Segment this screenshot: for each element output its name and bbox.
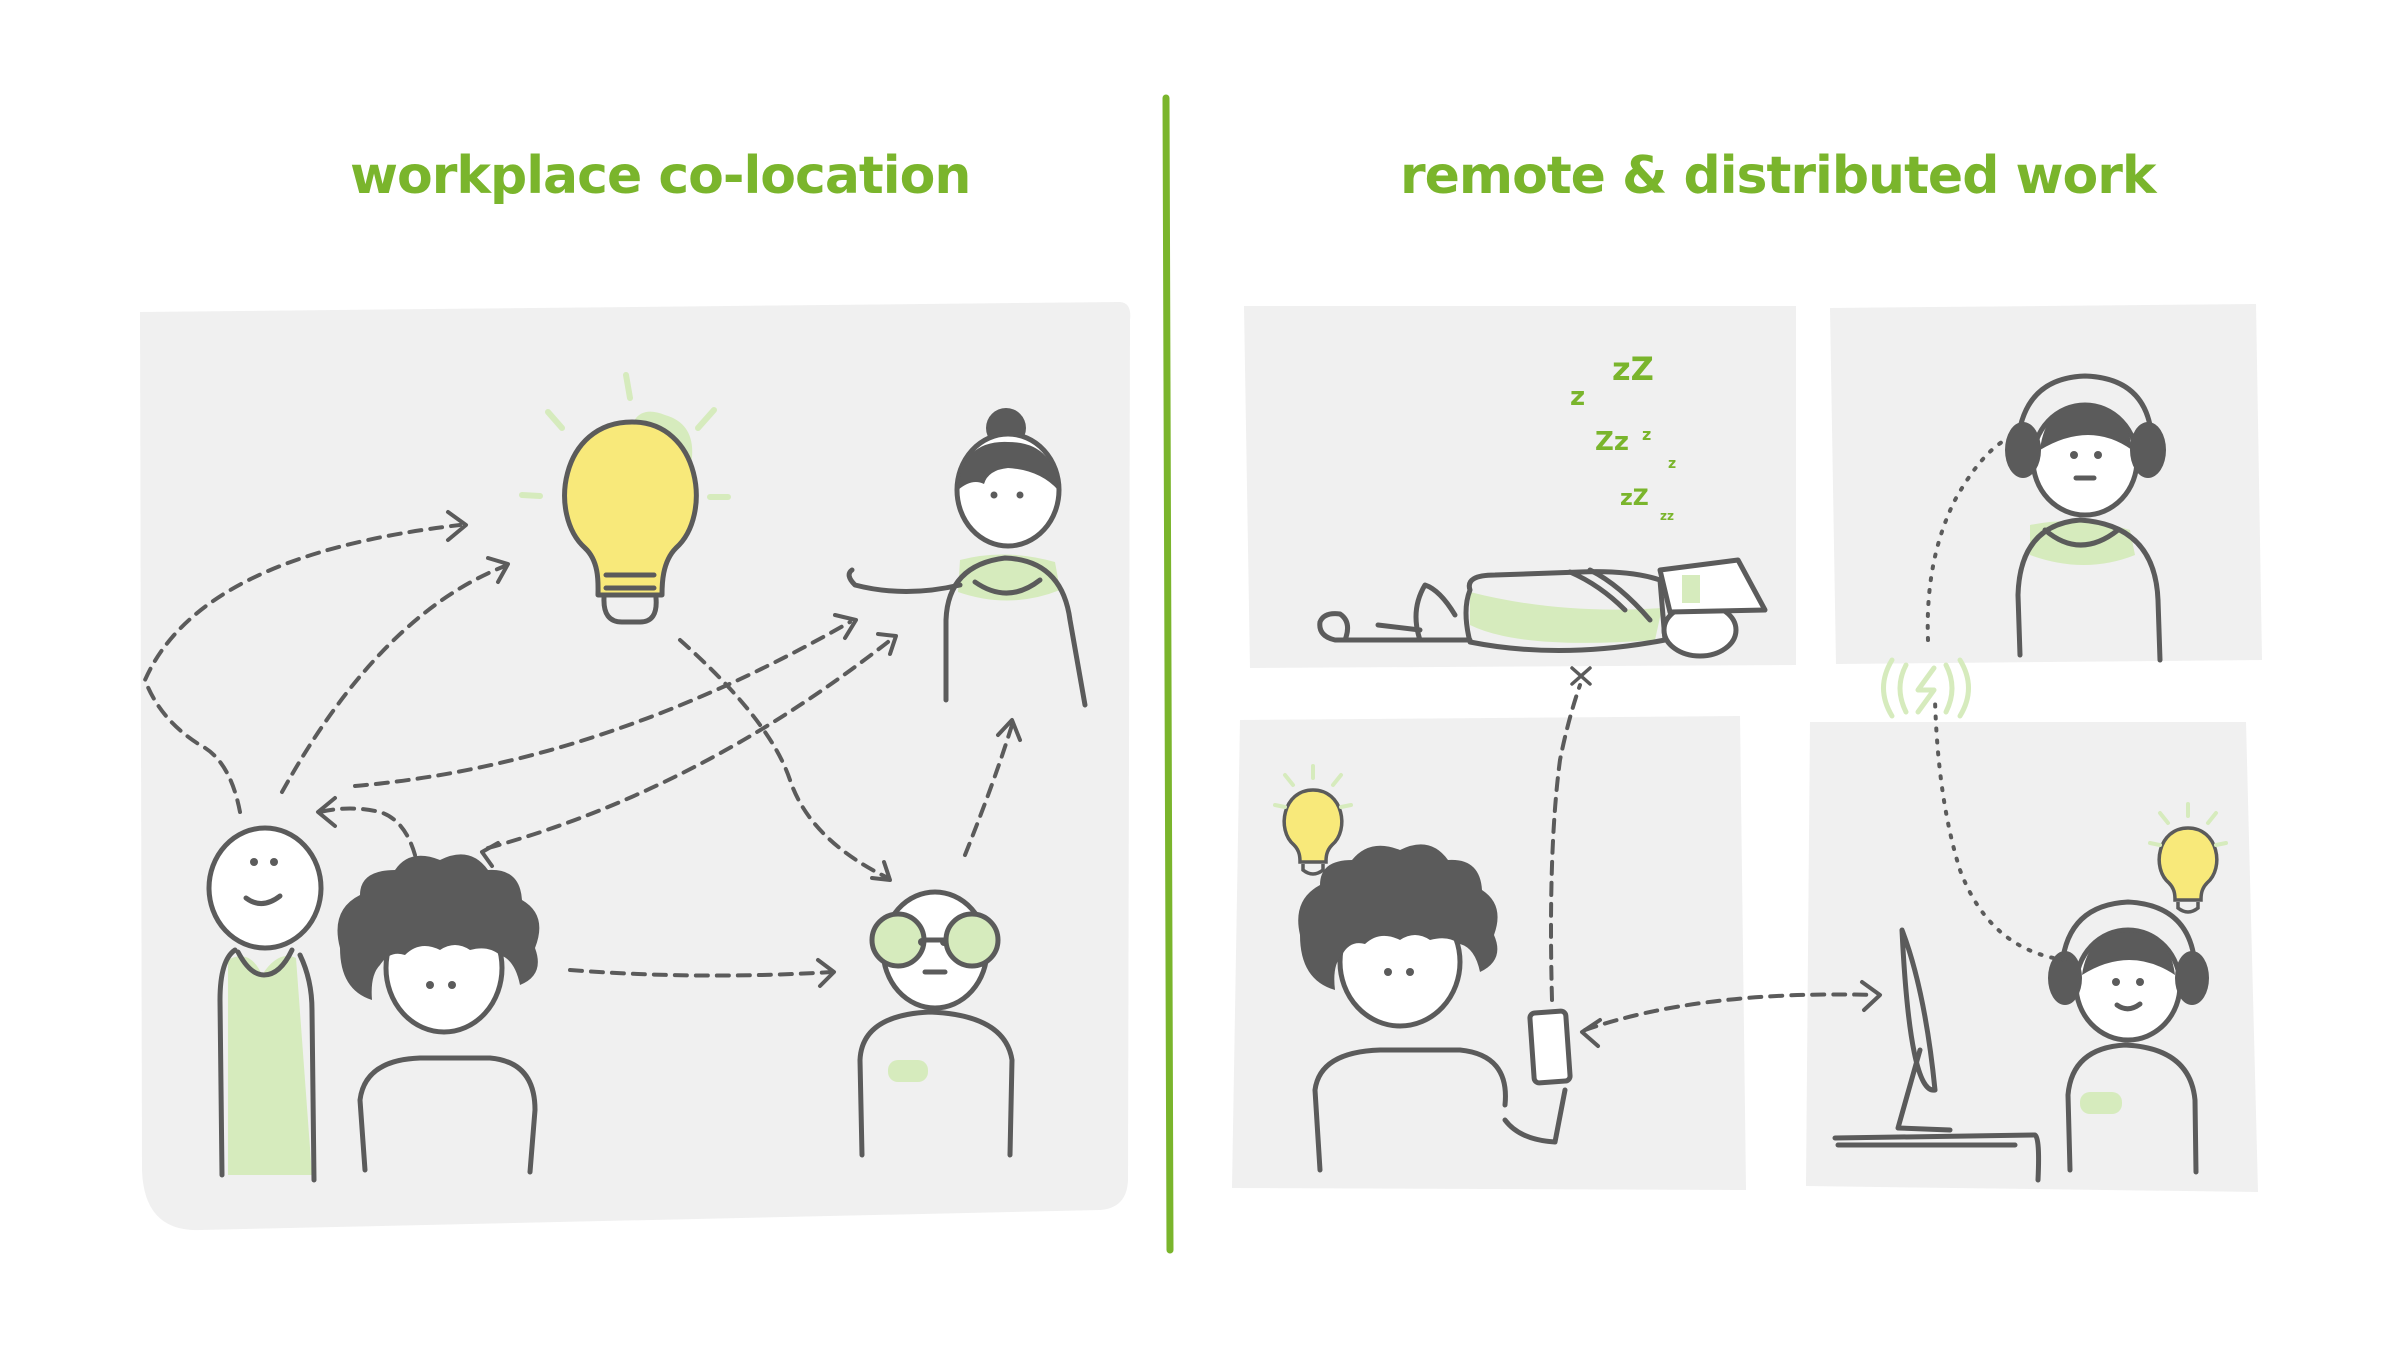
colleague-with-bun (846, 408, 1088, 708)
headphones-colleague-top (2005, 373, 2166, 663)
remote-distributed-work-heading: remote & distributed work (1400, 146, 2157, 206)
curly-haired-colleague (337, 854, 540, 1175)
sleep-letter: z (1642, 425, 1651, 444)
tall-colleague (206, 825, 324, 1183)
curly-haired-remote-colleague (1298, 844, 1568, 1173)
headphones-colleague-bottom (2048, 899, 2209, 1175)
lightbulb-icon (2148, 802, 2228, 914)
sleep-letter: zz (1660, 509, 1674, 523)
smartphone-icon (1527, 1008, 1573, 1086)
desk (1832, 1132, 2042, 1183)
sleep-letter: z (1570, 382, 1585, 412)
wireless-vibration-icon (1881, 657, 1971, 719)
sleeping-colleague (1317, 557, 1768, 659)
sleep-letter: z (1668, 456, 1676, 472)
sleep-letter: zZ (1612, 350, 1654, 388)
collaboration-arrows (142, 510, 1022, 988)
computer-monitor-icon (1895, 927, 1953, 1133)
sleep-letters: z zZ Zz z z zZ zz (1570, 350, 1676, 523)
sleep-letter: zZ (1620, 486, 1649, 511)
sleep-letter: Zz (1595, 427, 1629, 457)
workplace-co-location-heading: workplace co-location (350, 146, 971, 206)
lightbulb-icon (519, 372, 731, 625)
remote-connection-lines (1549, 438, 2067, 1048)
lightbulb-icon (1273, 764, 1353, 876)
co-location-office-panel (140, 302, 1131, 1231)
colleague-with-glasses (857, 889, 1015, 1158)
section-divider (1162, 94, 1174, 1254)
